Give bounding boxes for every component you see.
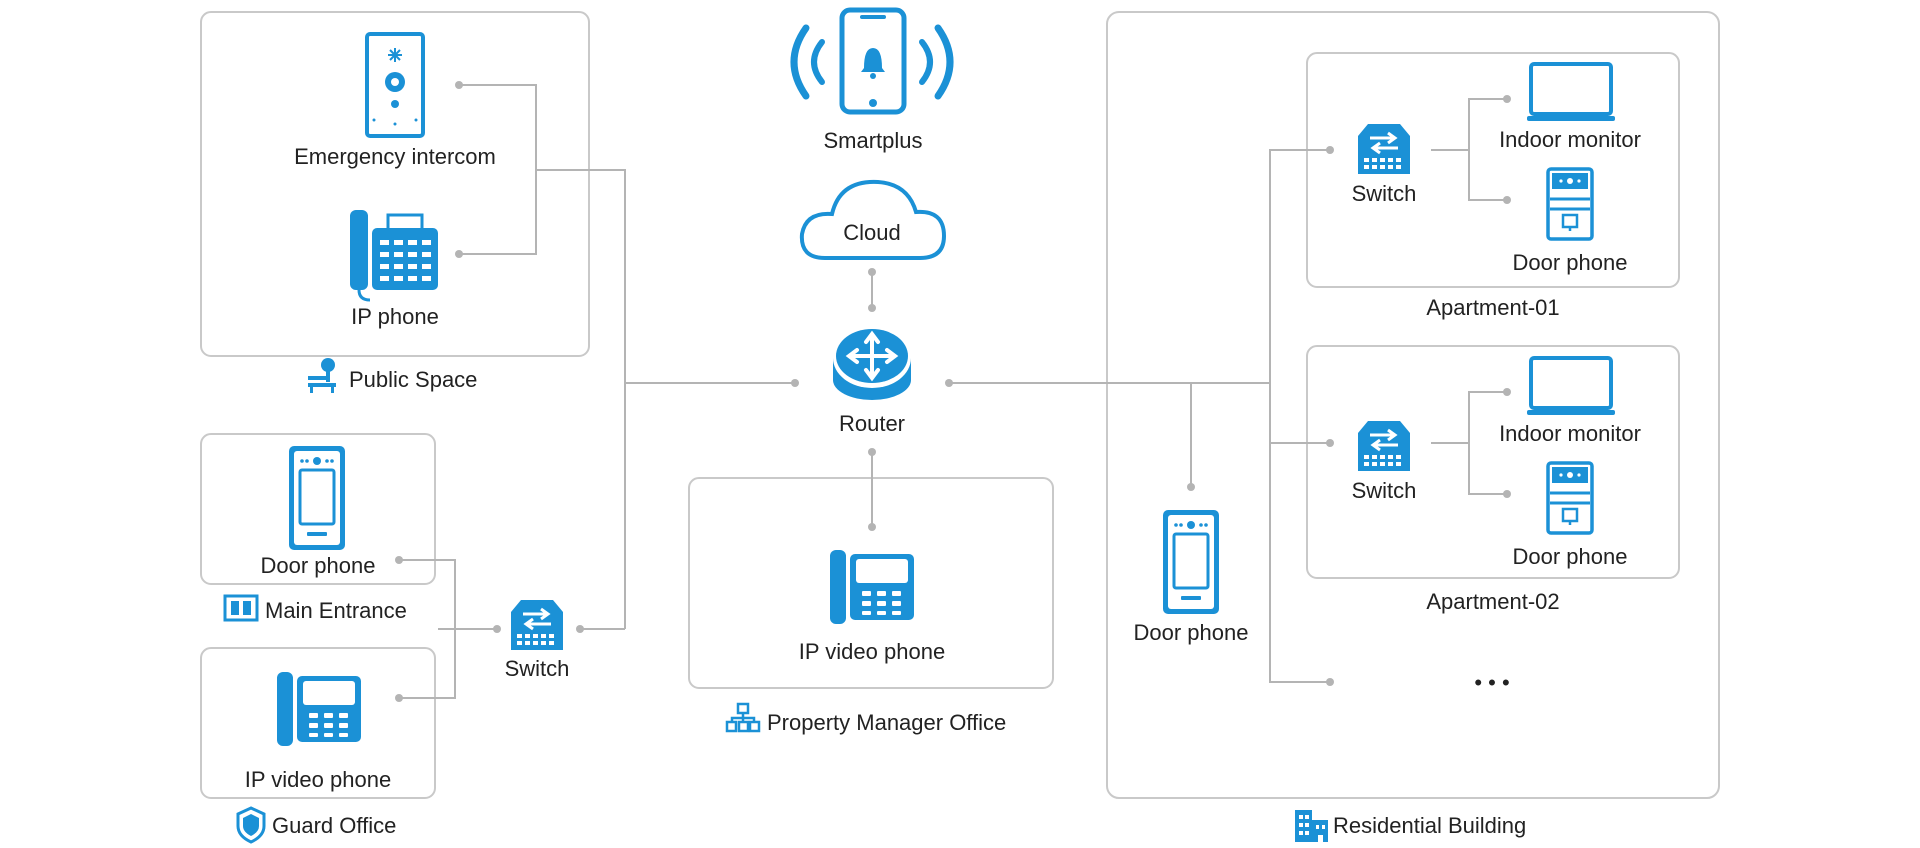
cloud-label: Cloud — [843, 220, 900, 245]
left-switch-label: Switch — [505, 656, 570, 681]
emergency-intercom-icon — [365, 32, 425, 138]
apt2-indoor-monitor-device: Indoor monitor — [1499, 356, 1641, 446]
guard-office-caption: Guard Office — [236, 806, 396, 844]
apt1-indoor-monitor-device: Indoor monitor — [1499, 62, 1641, 152]
public-space-label: Public Space — [349, 367, 477, 392]
door-phone-icon — [287, 444, 347, 552]
apt1-door-phone-label: Door phone — [1513, 250, 1628, 275]
building-door-phone-device: Door phone — [1134, 508, 1249, 645]
door-phone-icon — [1546, 167, 1594, 241]
main-entrance-caption: Main Entrance — [223, 594, 407, 623]
emergency-intercom-device: Emergency intercom — [294, 32, 496, 169]
residential-building-label: Residential Building — [1333, 813, 1526, 838]
apartment-02-box — [1306, 345, 1680, 579]
connection-lines — [399, 84, 1507, 699]
property-manager-caption: Property Manager Office — [725, 702, 1006, 735]
entrance-door-phone-device: Door phone — [261, 444, 376, 578]
main-entrance-label: Main Entrance — [265, 598, 407, 623]
switch-icon — [1356, 122, 1412, 176]
left-switch-device: Switch — [505, 598, 570, 681]
entrance-door-phone-label: Door phone — [261, 553, 376, 578]
router-label: Router — [839, 411, 905, 436]
switch-icon — [509, 598, 565, 652]
indoor-monitor-icon — [1525, 62, 1617, 123]
public-ip-phone-label: IP phone — [351, 304, 439, 329]
guard-office-label: Guard Office — [272, 813, 396, 838]
public-space-caption: Public Space — [308, 358, 477, 393]
pm-ip-video-phone-device: IP video phone — [799, 550, 945, 664]
residential-building-caption: Residential Building — [1295, 810, 1526, 842]
guard-ip-video-phone-device: IP video phone — [245, 672, 391, 792]
smartplus-label: Smartplus — [823, 128, 922, 153]
apt1-switch-device: Switch — [1352, 122, 1417, 206]
apt1-indoor-monitor-label: Indoor monitor — [1499, 127, 1641, 152]
cloud-node: Cloud — [799, 179, 947, 260]
apt1-door-phone-device: Door phone — [1513, 167, 1628, 275]
desk-phone-icon — [350, 210, 438, 302]
emergency-intercom-label: Emergency intercom — [294, 144, 496, 169]
apt2-switch-label: Switch — [1352, 478, 1417, 503]
residential-building-box — [1106, 11, 1720, 799]
connection-dots — [395, 81, 1511, 702]
apt2-switch-device: Switch — [1352, 419, 1417, 503]
main-entrance-box — [200, 433, 436, 585]
building-door-phone-label: Door phone — [1134, 620, 1249, 645]
pm-ip-video-phone-label: IP video phone — [799, 639, 945, 664]
apt1-switch-label: Switch — [1352, 181, 1417, 206]
apt2-door-phone-label: Door phone — [1513, 544, 1628, 569]
switch-icon — [1356, 419, 1412, 473]
apartment-01-label: Apartment-01 — [1426, 295, 1559, 320]
building-icon — [1295, 810, 1328, 842]
guard-office-box — [200, 647, 436, 799]
video-phone-icon — [277, 672, 361, 746]
cloud-icon — [799, 179, 947, 260]
more-apartments-ellipsis: • • • — [1474, 670, 1509, 695]
park-bench-icon — [308, 358, 336, 393]
smartplus-device: Smartplus — [790, 7, 954, 153]
apartment-01-box — [1306, 52, 1680, 288]
property-manager-office-label: Property Manager Office — [767, 710, 1006, 735]
org-chart-icon — [725, 702, 761, 733]
guard-ip-video-phone-label: IP video phone — [245, 767, 391, 792]
router-icon — [833, 328, 911, 400]
public-ip-phone-device: IP phone — [350, 210, 439, 329]
door-phone-icon — [1546, 461, 1594, 535]
indoor-monitor-icon — [1525, 356, 1617, 417]
shield-icon — [236, 806, 266, 844]
apartment-02-label: Apartment-02 — [1426, 589, 1559, 614]
door-icon — [223, 594, 259, 622]
video-phone-icon — [830, 550, 914, 624]
public-space-box — [200, 11, 590, 357]
router-node: Router — [833, 328, 911, 436]
smartphone-bell-icon — [790, 7, 954, 115]
apt2-indoor-monitor-label: Indoor monitor — [1499, 421, 1641, 446]
apt2-door-phone-device: Door phone — [1513, 461, 1628, 569]
door-phone-icon — [1161, 508, 1221, 616]
